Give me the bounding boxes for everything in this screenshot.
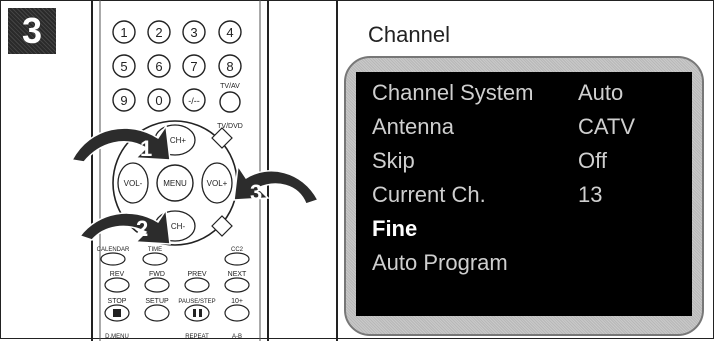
menu-label: MENU [163,179,187,188]
menu-item-antenna[interactable]: Antenna [372,114,454,139]
cc2-button[interactable] [224,252,250,266]
vol-down-label: VOL- [124,179,143,188]
calendar-button[interactable] [100,252,126,266]
panel-divider [336,0,338,341]
time-label: TIME [148,247,162,253]
number-keypad[interactable] [112,20,242,113]
pause-icon-bar [199,309,202,317]
stop-icon [113,309,121,317]
pause-icon [193,309,196,317]
arrow-3-number: 3 [250,180,262,205]
rev-label: REV [110,271,125,278]
number-button-6[interactable] [147,54,171,78]
repeat-label: REPEAT [185,334,209,340]
number-button-8[interactable] [218,54,242,78]
menu-item-skip[interactable]: Skip [372,148,415,173]
number-button-9[interactable] [112,88,136,112]
number-label-4: 4 [226,25,233,40]
ten-plus-label: 10+ [231,298,243,305]
setup-label: SETUP [145,298,169,305]
number-label-5: 5 [120,59,127,74]
vol-up-button[interactable] [201,162,233,204]
number-label-1: 1 [120,25,127,40]
arrow-2-number: 2 [136,216,148,241]
vol-up-label: VOL+ [207,179,228,188]
time-button[interactable] [142,252,168,266]
menu-value-current-ch: 13 [578,182,603,207]
menu-item-fine[interactable]: Fine [372,216,418,241]
ten-plus-button[interactable] [224,304,250,322]
tvav-label: TV/AV [220,83,240,90]
menu-value-antenna: CATV [578,114,636,139]
next-label: NEXT [228,271,247,278]
vol-down-button[interactable] [117,162,149,204]
number-button-4[interactable] [218,20,242,44]
number-label-6: 6 [155,59,162,74]
tvav-button[interactable] [219,91,241,113]
ch-down-label: CH- [171,222,186,231]
osd-menu-panel [356,72,692,316]
calendar-label: CALENDAR [97,247,130,253]
menu-item-current-ch[interactable]: Current Ch. [372,182,486,207]
number-button-2[interactable] [147,20,171,44]
arrow-1-icon [70,123,171,163]
function-buttons[interactable] [100,252,250,322]
menu-button[interactable] [156,164,194,202]
pause-step-button[interactable] [184,304,210,322]
tvdvd-label: TV/DVD [217,123,243,130]
menu-item-channel-system[interactable]: Channel System [372,80,534,105]
number-label-9: 9 [120,93,127,108]
enter-diamond-button-top[interactable] [211,127,233,149]
dash-button[interactable] [182,88,206,112]
number-label-7: 7 [190,59,197,74]
number-button-7[interactable] [182,54,206,78]
number-label-2: 2 [155,25,162,40]
number-label-0: 0 [155,93,162,108]
prev-button[interactable] [184,277,210,293]
ch-up-label: CH+ [170,136,187,145]
dash-label: -/-- [188,96,200,106]
rev-button[interactable] [104,277,130,293]
dvd-menu-label: D.MENU [105,334,129,340]
fwd-button[interactable] [144,277,170,293]
ab-label: A-B [232,334,242,340]
osd-menu-title: Channel [368,22,450,47]
menu-item-auto-program[interactable]: Auto Program [372,250,508,275]
number-label-3: 3 [190,25,197,40]
number-label-8: 8 [226,59,233,74]
menu-value-channel-system: Auto [578,80,624,105]
remote-control-illustration: 1 2 3 4 5 6 7 8 9 0 -/-- TV/AV TV/DVD CH… [70,0,320,341]
arrow-1-number: 1 [140,136,152,161]
menu-value-skip: Off [578,148,607,173]
enter-diamond-button-bottom[interactable] [211,215,233,237]
number-button-1[interactable] [112,20,136,44]
number-button-3[interactable] [182,20,206,44]
number-button-0[interactable] [147,88,171,112]
stop-label: STOP [108,298,127,305]
cc2-label: CC2 [231,247,244,253]
fwd-label: FWD [149,271,165,278]
arrow-3-icon [233,163,320,205]
next-button[interactable] [224,277,250,293]
prev-label: PREV [187,271,206,278]
pause-step-label: PAUSE/STEP [178,299,215,305]
number-button-5[interactable] [112,54,136,78]
step-number-badge: 3 [8,8,56,54]
arrow-2-icon [78,207,171,245]
setup-button[interactable] [144,304,170,322]
